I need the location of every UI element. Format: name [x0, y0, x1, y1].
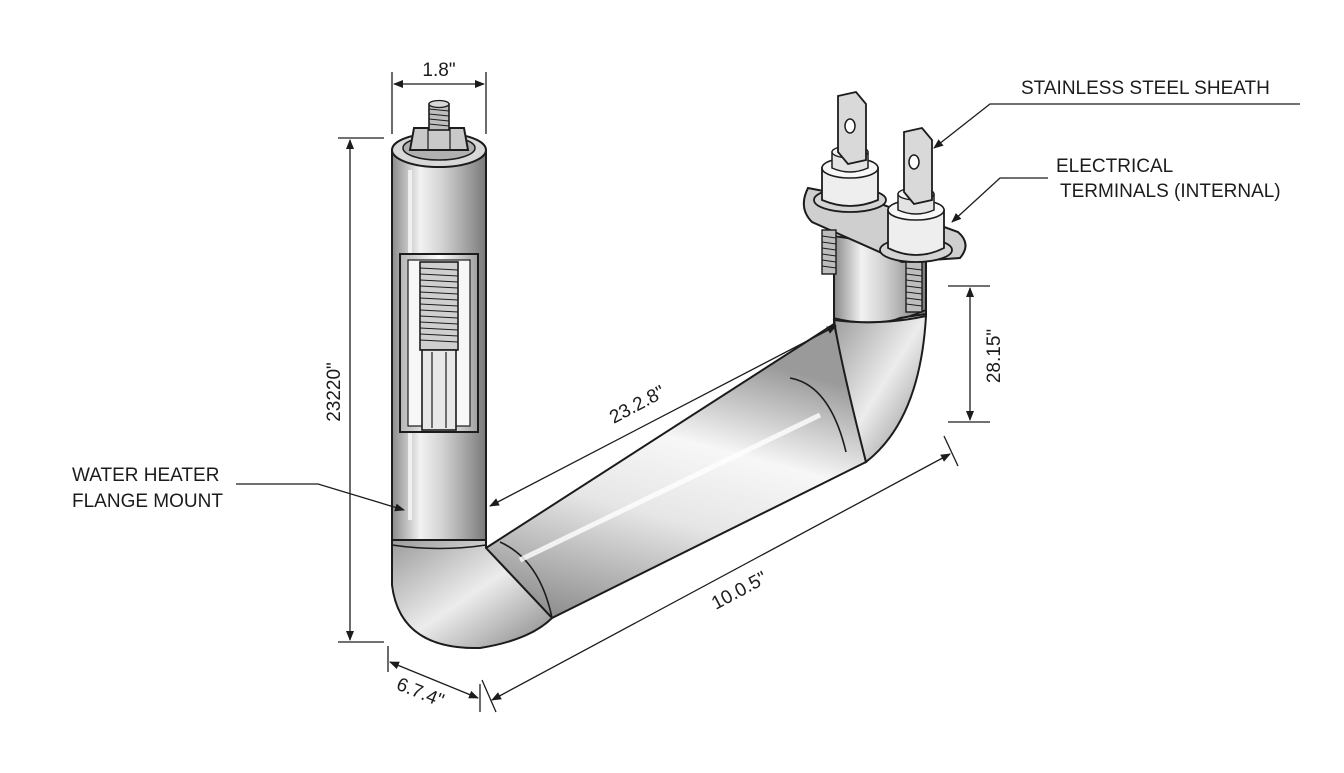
dim-bottom-width: 6.7.4": [393, 674, 446, 712]
extension-line: [387, 646, 481, 712]
callout-flange-line2: FLANGE MOUNT: [72, 491, 223, 512]
callout-electrical-line1: ELECTRICAL: [1056, 156, 1174, 177]
callout-stainless-steel-sheath: STAINLESS STEEL SHEATH: [1021, 78, 1270, 99]
callout-electrical-line2: TERMINALS (INTERNAL): [1060, 181, 1281, 202]
seam-line: [391, 544, 487, 550]
dim-top-diameter: 1.8": [422, 60, 455, 81]
dimension-lines: [338, 72, 990, 713]
left-top-fitting: [391, 99, 487, 168]
cutaway-window: [399, 253, 479, 433]
seam-line: [833, 309, 927, 324]
leader-terminals: [951, 177, 1048, 223]
insulator-icon: [887, 209, 945, 256]
diagonal-tube: [484, 322, 868, 620]
terminal-assembly: [802, 91, 967, 313]
leader-lines: [236, 103, 1300, 512]
dim-left-height: 23220": [324, 362, 345, 422]
hex-nut-icon: [408, 127, 470, 151]
heating-core-rod: [421, 349, 457, 431]
extension-line: [391, 72, 487, 134]
dim-diagonal-inner: 23.2.8": [606, 382, 668, 429]
dim-bottom-length: 10.0.5": [708, 568, 770, 615]
leader-flange: [236, 483, 405, 512]
callout-flange-line1: WATER HEATER: [72, 465, 220, 486]
threaded-stud-icon: [821, 229, 837, 275]
dimension-arrow-bottom: [491, 453, 951, 701]
extension-line: [481, 435, 959, 713]
leader-sheath: [933, 103, 1300, 149]
extension-line: [948, 285, 990, 423]
extension-line: [338, 137, 384, 643]
dimension-arrow-width: [389, 661, 479, 699]
dim-right-height: 28.15": [984, 329, 1005, 383]
